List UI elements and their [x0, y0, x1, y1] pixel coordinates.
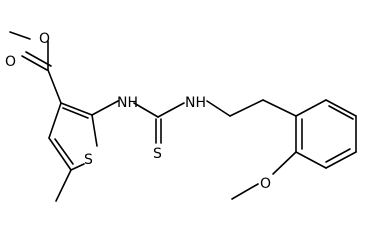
bond-benzene-2-3-inner: [328, 105, 354, 120]
bond-ethyl-ring: [262, 99, 297, 117]
bond-c-nh2: [157, 102, 185, 118]
thiourea-s-label: S: [153, 146, 162, 162]
atom-labels: O O S NH NH S O: [5, 31, 271, 192]
bond-carbonyl-double-b: [25, 51, 52, 67]
bond-ring-c3-c4: [48, 102, 62, 139]
ester-group: [9, 31, 62, 104]
bond-benzene-5-6: [295, 151, 327, 169]
bond-ring-c4-c5-inner: [54, 138, 74, 165]
bond-methoxy-o-methyl: [231, 183, 259, 200]
thiophene-s-label: S: [84, 152, 93, 168]
bond-c2-nh1: [91, 100, 119, 116]
ester-carbonyl-o-label: O: [5, 54, 16, 70]
bond-nh2-ch2: [206, 100, 231, 117]
bond-benzene-2-3: [325, 99, 357, 117]
bond-ring-c3-c2-inner: [62, 107, 89, 119]
bond-ring-c4-c5: [48, 137, 72, 171]
molecule-canvas: O O S NH NH S O: [5, 31, 357, 202]
bond-ethyl-ch2-ch2: [229, 99, 264, 117]
bond-nh1-c: [133, 102, 159, 118]
bond-ring-c5-s: [70, 163, 85, 171]
bond-methyl-ester-o: [9, 31, 31, 40]
bond-ring-methoxy-o: [272, 151, 297, 175]
nh1-label: NH: [117, 95, 138, 111]
bond-ring-c5-methyl: [55, 169, 72, 202]
bond-carbonyl-c-ring: [47, 69, 62, 104]
methoxy-o-label: O: [260, 176, 271, 192]
chemical-structure-diagram: O O S NH NH S O: [5, 31, 357, 202]
bond-ring-c3-c2: [60, 102, 93, 116]
bond-benzene-1-2: [295, 99, 327, 117]
ester-ether-o-label: O: [39, 31, 50, 47]
bond-carbonyl-double-a: [21, 55, 48, 71]
bond-benzene-4-5: [325, 151, 357, 169]
benzene-ring: [231, 99, 357, 200]
nh2-label: NH: [185, 95, 206, 111]
thiophene-ring: [48, 102, 98, 202]
thiourea-linker: [91, 99, 297, 144]
bond-ring-s-c2: [91, 114, 98, 147]
bond-benzene-4-5-inner: [325, 148, 351, 163]
